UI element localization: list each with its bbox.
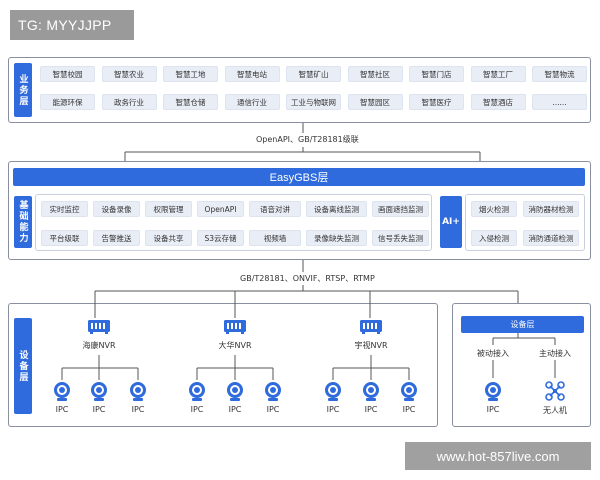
capability-item: 信号丢失监测: [372, 230, 429, 246]
business-item: 智慧酒店: [470, 94, 526, 110]
business-item: 智慧社区: [347, 66, 403, 82]
ipc-label: IPC: [190, 405, 204, 414]
drone-icon: [545, 381, 565, 401]
business-item: 智慧门店: [409, 66, 464, 82]
nvr-label: 大华NVR: [218, 341, 252, 350]
capability-item: 实时监控: [41, 201, 88, 217]
ai-label: AI+: [440, 196, 462, 248]
business-item: 智慧工厂: [470, 66, 526, 82]
business-item: 智慧物流: [532, 66, 587, 82]
capability-item: S3云存储: [197, 230, 244, 246]
business-item: 智慧园区: [347, 94, 403, 110]
ipc-label: IPC: [55, 405, 69, 414]
drone-label: 无人机: [543, 406, 567, 415]
ipc-label: IPC: [364, 405, 378, 414]
capability-item: 设备离线监测: [306, 201, 367, 217]
capability-item: OpenAPI: [197, 201, 244, 217]
camera-icon: [88, 380, 110, 402]
ipc-label: IPC: [228, 405, 242, 414]
camera-icon: [360, 380, 382, 402]
nvr-label: 宇视NVR: [354, 341, 388, 350]
camera-icon: [322, 380, 344, 402]
platform-banner: EasyGBS层: [13, 168, 585, 186]
capability-item: 视频墙: [249, 230, 301, 246]
capability-item: 设备录像: [93, 201, 140, 217]
nvr-icon: [223, 318, 247, 334]
connector-label-top: OpenAPI、GB/T28181级联: [253, 134, 362, 145]
camera-icon: [186, 380, 208, 402]
ipc-label: IPC: [92, 405, 106, 414]
business-item: 智慧工地: [163, 66, 218, 82]
passive-access-label: 被动接入: [477, 349, 509, 358]
capability-item: 告警推送: [93, 230, 140, 246]
business-item: 能源环保: [40, 94, 95, 110]
business-item: 通信行业: [224, 94, 280, 110]
camera-icon: [482, 380, 504, 402]
active-access-label: 主动接入: [539, 349, 571, 358]
business-layer-label: 业务层: [14, 63, 32, 117]
ai-capability-item: 消防器材检测: [523, 201, 579, 217]
capability-item: 语音对讲: [249, 201, 301, 217]
business-item: 智慧矿山: [286, 66, 341, 82]
device-layer-right-banner: 设备层: [461, 316, 584, 333]
nvr-label: 海康NVR: [82, 341, 116, 350]
business-item: 智慧医疗: [409, 94, 464, 110]
camera-icon: [398, 380, 420, 402]
camera-icon: [127, 380, 149, 402]
business-item: 智慧农业: [101, 66, 157, 82]
ai-capability-item: 入侵检测: [471, 230, 517, 246]
capability-item: 设备共享: [145, 230, 192, 246]
nvr-icon: [359, 318, 383, 334]
business-item: 智慧电站: [224, 66, 280, 82]
ai-capability-item: 消防通道检测: [523, 230, 579, 246]
business-item: 智慧校园: [40, 66, 95, 82]
ipc-label: IPC: [486, 405, 500, 414]
ipc-label: IPC: [402, 405, 416, 414]
capability-item: 录像缺失监测: [306, 230, 367, 246]
ai-capability-item: 烟火检测: [471, 201, 517, 217]
nvr-icon: [87, 318, 111, 334]
business-item: 工业与物联网: [286, 94, 341, 110]
camera-icon: [51, 380, 73, 402]
ipc-label: IPC: [326, 405, 340, 414]
camera-icon: [224, 380, 246, 402]
watermark-bottom: www.hot-857live.com: [405, 442, 591, 470]
business-item: 政务行业: [101, 94, 157, 110]
capability-item: 权限管理: [145, 201, 192, 217]
watermark-top: TG: MYYJJPP: [10, 10, 134, 40]
camera-icon: [262, 380, 284, 402]
basic-ability-label: 基础能力: [14, 196, 32, 248]
capability-item: 画面遮挡监测: [372, 201, 429, 217]
ipc-label: IPC: [266, 405, 280, 414]
business-item: ......: [532, 94, 587, 110]
capability-item: 平台级联: [41, 230, 88, 246]
device-layer-label: 设备层: [14, 318, 32, 414]
connector-label-bottom: GB/T28181、ONVIF、RTSP、RTMP: [237, 273, 378, 284]
ipc-label: IPC: [131, 405, 145, 414]
business-item: 智慧仓储: [163, 94, 218, 110]
